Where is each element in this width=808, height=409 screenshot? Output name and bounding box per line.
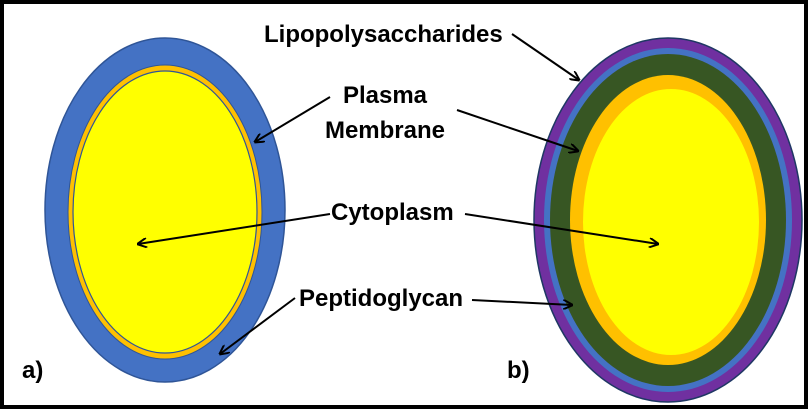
arrow-peptidoglycan-a xyxy=(220,297,296,354)
arrow-plasma-membrane-a xyxy=(255,96,331,142)
arrow-peptidoglycan-b xyxy=(471,299,572,305)
arrow-cytoplasm-b xyxy=(464,213,658,244)
arrow-cytoplasm-a xyxy=(138,213,331,244)
cell-b-cytoplasm xyxy=(583,89,759,355)
label-cytoplasm: Cytoplasm xyxy=(331,199,454,226)
label-panel-b: b) xyxy=(507,357,530,384)
cell-b xyxy=(533,37,803,403)
label-panel-a: a) xyxy=(22,357,43,384)
label-membrane: Membrane xyxy=(325,117,445,144)
arrows xyxy=(138,33,658,354)
label-lipopolysaccharides: Lipopolysaccharides xyxy=(264,21,503,48)
label-peptidoglycan: Peptidoglycan xyxy=(299,285,463,312)
label-plasma: Plasma xyxy=(343,82,428,109)
arrow-lipopolysaccharides xyxy=(511,33,579,80)
cell-a-cytoplasm xyxy=(72,70,258,354)
cell-a xyxy=(44,37,286,383)
arrow-plasma-membrane-b xyxy=(456,109,578,151)
